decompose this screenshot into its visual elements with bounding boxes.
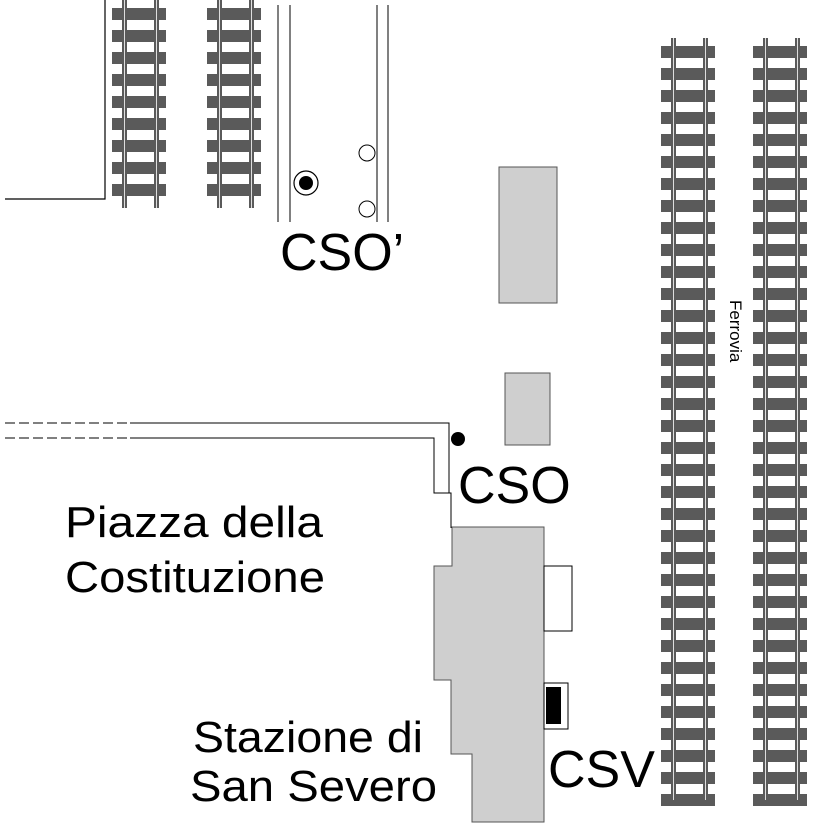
cso-marker-icon [451,432,465,446]
label-ferrovia: Ferrovia [726,300,745,363]
railway-track-top-left-1 [112,0,166,208]
station-annex [543,565,573,632]
building-top [498,166,558,304]
label-cso-prime: CSO’ [280,224,404,282]
road-line-lower [130,437,452,528]
road-line-upper [130,422,450,493]
label-stazione-line2: San Severo [190,762,437,811]
road-line-top-left [5,0,106,200]
well-icon [358,144,376,162]
station-building [433,526,545,823]
railway-track-top-left-2 [207,0,261,208]
label-cso: CSO [458,457,571,515]
label-stazione-line1: Stazione di [193,713,423,762]
label-piazza-line1: Piazza della [65,498,324,547]
cso-prime-marker-icon [299,176,313,190]
well-icon [358,200,376,218]
label-csv: CSV [548,741,655,799]
building-small [504,372,551,446]
label-piazza-line2: Costituzione [65,553,325,602]
railway-track-right-2 [753,38,807,806]
railway-track-right-1 [661,38,715,806]
csv-box-icon [546,687,561,724]
